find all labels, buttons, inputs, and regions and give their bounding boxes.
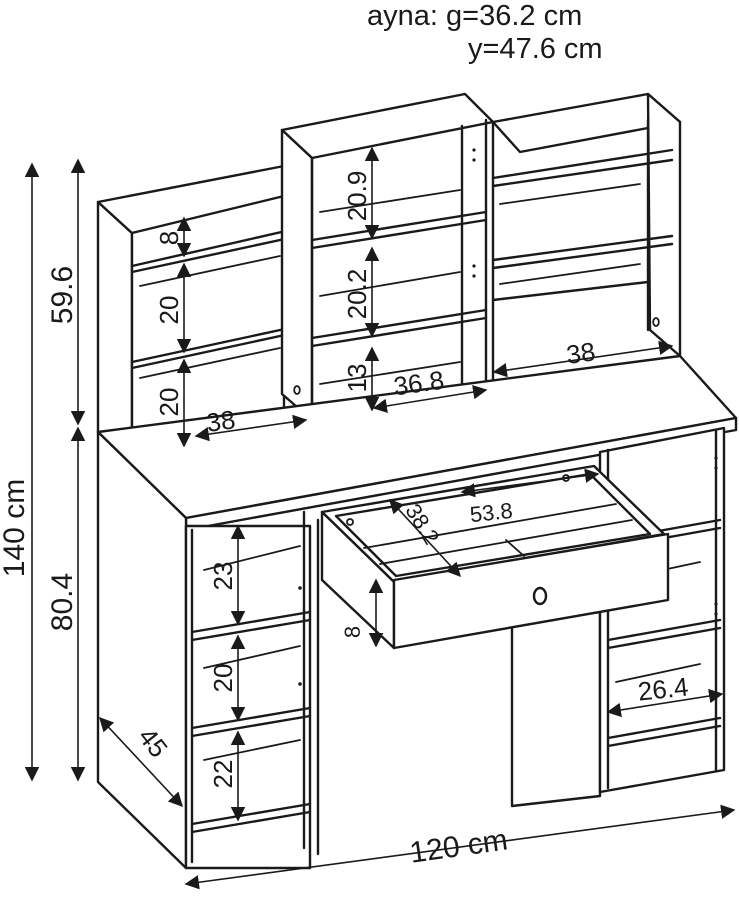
- right-cabinet-width-label: 26.4: [636, 671, 689, 706]
- drawer-front: [392, 532, 670, 650]
- center-leg-panel: [510, 610, 602, 808]
- right-hutch-right-side: [646, 92, 682, 358]
- hutch-height-label: 59.6: [46, 266, 79, 324]
- drawer-height-label: 8: [340, 626, 365, 638]
- drawer-knob: [532, 586, 548, 606]
- mirror-height-label: y=47.6 cm: [468, 33, 603, 65]
- total-height-label: 140 cm: [0, 479, 31, 577]
- mirror-size-note: ayna: g=36.2 cm y=47.6 cm: [367, 0, 603, 66]
- center-mid-shelf-label: 20.2: [342, 269, 372, 320]
- cabinet-mid-shelf-label: 20: [208, 664, 238, 693]
- dimension-labels: 140 cm 59.6 80.4 120 cm 45 8 20 20 38 20…: [0, 171, 690, 870]
- total-width-label: 120 cm: [408, 823, 510, 869]
- center-low-shelf-label: 13: [342, 364, 372, 393]
- desk-height-label: 80.4: [46, 573, 79, 631]
- cabinet-top-shelf-label: 23: [208, 562, 238, 591]
- drawer-width-label: 53.8: [469, 498, 514, 527]
- right-hutch-width-label: 38: [564, 336, 597, 370]
- left-cabinet-front: [184, 524, 312, 870]
- left-hutch-width-label: 38: [204, 404, 237, 438]
- cabinet-low-shelf-label: 22: [208, 760, 238, 789]
- desk: [96, 354, 738, 870]
- left-low-shelf-label: 20: [154, 388, 184, 417]
- left-hutch-side: [96, 200, 134, 460]
- dimension-lines: [24, 146, 736, 890]
- left-top-shelf-label: 8: [154, 231, 184, 245]
- center-top-shelf-label: 20.9: [342, 171, 372, 222]
- left-mid-shelf-label: 20: [154, 296, 184, 325]
- center-hutch-left-side: [280, 128, 314, 422]
- mirror-width-label: ayna: g=36.2 cm: [367, 0, 583, 32]
- center-width-label: 36.8: [392, 365, 446, 402]
